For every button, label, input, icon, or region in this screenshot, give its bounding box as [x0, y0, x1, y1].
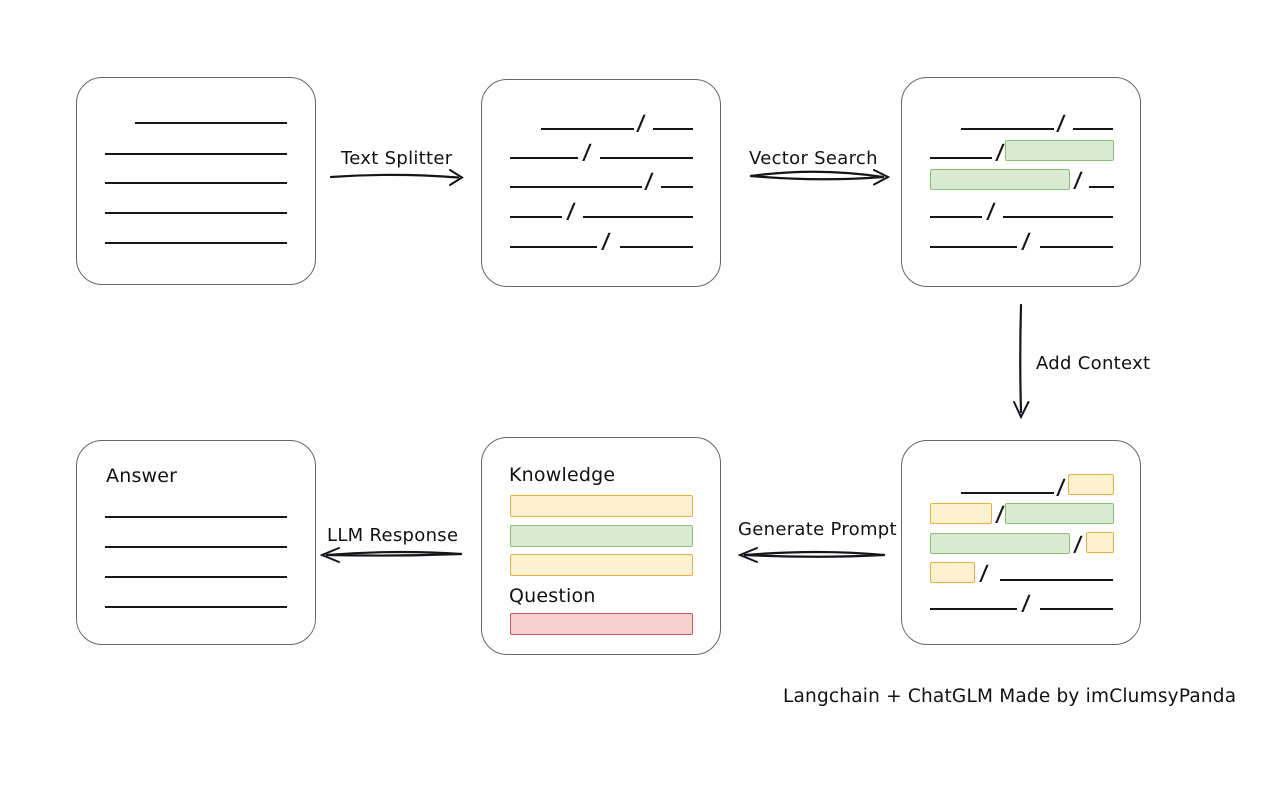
answer-line: [105, 516, 287, 518]
document-line: [135, 122, 287, 124]
source-document-box[interactable]: [76, 77, 316, 285]
chunk-segment: [930, 216, 982, 218]
chunk-segment: [961, 128, 1054, 130]
document-line: [105, 153, 287, 155]
chunk-segment: [620, 246, 693, 248]
matched-chunk-highlight[interactable]: [930, 169, 1070, 190]
edge-label-llm-response: LLM Response: [327, 525, 459, 546]
answer-line: [105, 546, 287, 548]
question-item-bar[interactable]: [510, 613, 693, 635]
chunk-segment: [510, 186, 642, 188]
chunk-segment: [1003, 216, 1113, 218]
edge-label-generate-prompt: Generate Prompt: [738, 519, 897, 540]
edge-label-text-splitter: Text Splitter: [341, 148, 453, 169]
knowledge-item-bar[interactable]: [510, 495, 693, 517]
chunk-segment: [1040, 246, 1113, 248]
edge-label-add-context: Add Context: [1036, 353, 1151, 374]
context-chunk-highlight[interactable]: [930, 562, 975, 583]
chunk-segment: [930, 246, 1017, 248]
matched-chunk-highlight[interactable]: [1005, 140, 1114, 161]
knowledge-heading: Knowledge: [509, 464, 616, 486]
context-chunk-highlight[interactable]: [1086, 532, 1114, 553]
answer-line: [105, 576, 287, 578]
chunk-segment: [1040, 608, 1113, 610]
chunk-segment: [1073, 128, 1113, 130]
chunk-segment: [583, 216, 693, 218]
chunk-segment: [1000, 579, 1113, 581]
answer-card-box[interactable]: [76, 440, 316, 645]
chunk-segment: [930, 608, 1017, 610]
edge-label-vector-search: Vector Search: [749, 148, 878, 169]
document-line: [105, 242, 287, 244]
chunk-segment: [600, 157, 693, 159]
matched-chunk-highlight[interactable]: [1005, 503, 1114, 524]
answer-line: [105, 606, 287, 608]
chunk-segment: [961, 492, 1054, 494]
question-heading: Question: [509, 585, 596, 607]
document-line: [105, 212, 287, 214]
knowledge-item-bar[interactable]: [510, 525, 693, 547]
answer-heading: Answer: [106, 465, 178, 487]
chunk-segment: [510, 216, 562, 218]
chunk-segment: [661, 186, 693, 188]
chunk-segment: [1089, 186, 1114, 188]
chunk-segment: [541, 128, 634, 130]
matched-chunk-highlight[interactable]: [930, 533, 1070, 554]
split-document-box[interactable]: [481, 79, 721, 287]
context-chunk-highlight[interactable]: [930, 503, 992, 524]
chunk-segment: [930, 157, 992, 159]
knowledge-item-bar[interactable]: [510, 554, 693, 576]
chunk-segment: [653, 128, 693, 130]
footnote-credit: Langchain + ChatGLM Made by imClumsyPand…: [783, 686, 1237, 707]
chunk-segment: [510, 246, 597, 248]
chunk-segment: [510, 157, 578, 159]
context-chunk-highlight[interactable]: [1068, 474, 1114, 495]
document-line: [105, 182, 287, 184]
